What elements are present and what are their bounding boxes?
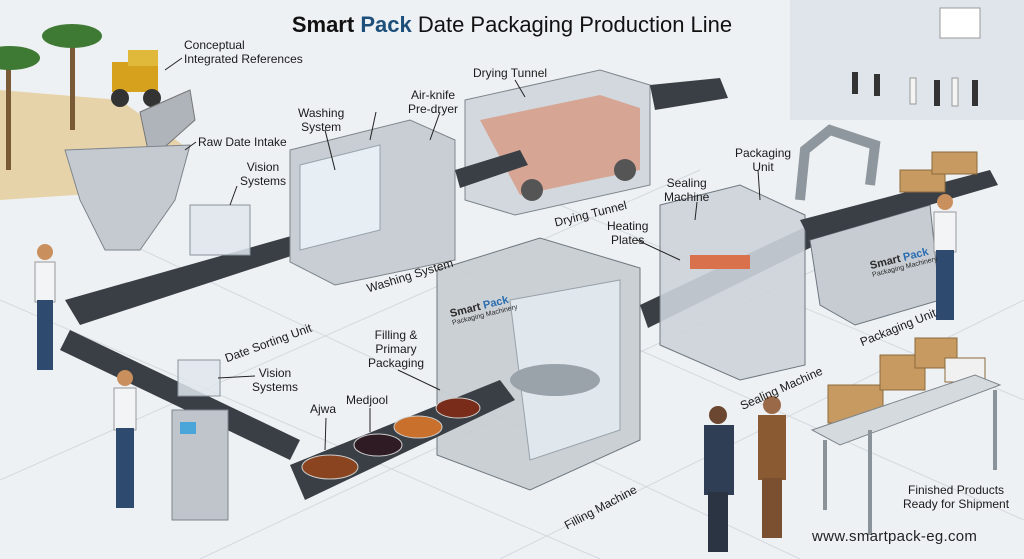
shipment-table: [810, 374, 1002, 446]
label-line: Primary: [375, 342, 417, 356]
label-line: Packaging: [368, 356, 425, 370]
label-line: Conceptual: [184, 38, 245, 52]
middle-conveyor: [455, 150, 528, 188]
page-title: Smart Pack Date Packaging Production Lin…: [0, 12, 1024, 38]
label-line: Heating: [607, 219, 649, 233]
wheel: [521, 179, 543, 201]
date-trays: [301, 397, 481, 480]
label-raw-date-intake: Raw Date Intake: [198, 135, 287, 149]
label-drying-tunnel: Drying Tunnel: [473, 66, 548, 80]
loader-vehicle: [111, 50, 196, 161]
vision-system-box: [189, 204, 251, 256]
label-line: Systems: [240, 174, 287, 188]
label-line: Pre-dryer: [408, 102, 459, 116]
warehouse-background: [790, 0, 1024, 120]
title-brand-smart: Smart: [291, 12, 355, 37]
label-line: Integrated References: [184, 52, 303, 66]
label-line: Finished Products: [908, 483, 1005, 497]
label-line: Filling &: [374, 328, 418, 342]
website-url: www.smartpack-eg.com: [812, 528, 978, 545]
label-medjool: Medjool: [346, 393, 389, 407]
label-line: Systems: [252, 380, 299, 394]
label-line: Plates: [611, 233, 645, 247]
label-line: Air-knife: [411, 88, 456, 102]
label-ajwa: Ajwa: [310, 402, 337, 416]
vision-system-box-lower: [177, 359, 221, 397]
cardboard-boxes: [827, 151, 986, 424]
label-line: System: [301, 120, 342, 134]
leader-lines: [164, 57, 761, 451]
palm-tree-icon: [0, 24, 102, 170]
label-line: Packaging: [735, 146, 792, 160]
title-brand-pack: Pack: [360, 12, 412, 37]
sealing-machine: [659, 184, 806, 381]
worker-figures: [34, 194, 957, 552]
heating-plates: [690, 255, 750, 269]
robot-arm: [795, 124, 881, 201]
label-line: Machine: [664, 190, 710, 204]
control-screen: [180, 422, 196, 434]
label-line: Washing: [298, 106, 345, 120]
washing-window: [299, 144, 381, 251]
rotary-filler: [510, 364, 600, 396]
label-line: Ready for Shipment: [903, 497, 1010, 511]
label-line: Vision: [246, 160, 280, 174]
sorting-conveyor: [65, 225, 340, 325]
title-text: Date Packaging Production Line: [417, 12, 733, 37]
raw-date-hopper: [64, 144, 191, 251]
label-line: Unit: [752, 160, 774, 174]
label-line: Sealing: [666, 176, 707, 190]
packaging-conveyor: [800, 170, 998, 240]
outfeed-conveyor: [650, 78, 728, 110]
packaging-unit: [809, 204, 941, 326]
label-line: Vision: [258, 366, 292, 380]
sign-board: [939, 7, 981, 39]
heating-element: [480, 95, 640, 195]
visitors: [852, 72, 978, 107]
